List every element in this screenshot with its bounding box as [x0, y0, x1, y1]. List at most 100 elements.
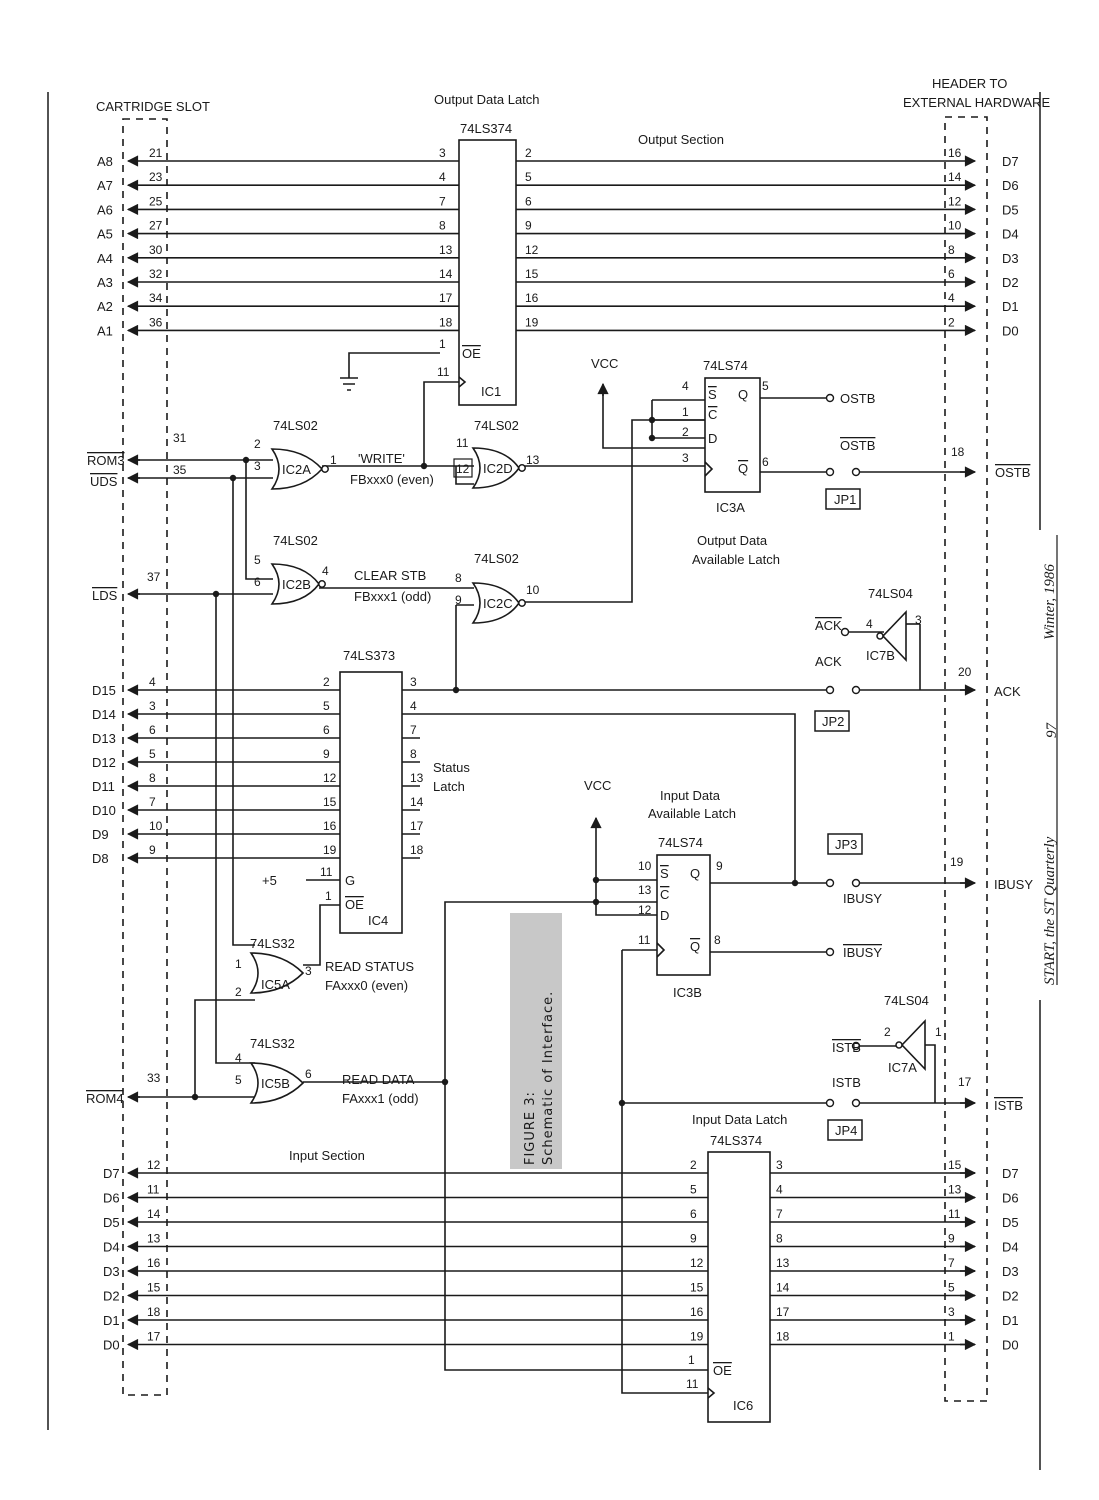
ic4-d-pin: 8 [410, 747, 417, 761]
svg-text:2: 2 [235, 985, 242, 999]
header-pin: 1 [948, 1330, 955, 1344]
svg-text:5: 5 [254, 553, 261, 567]
ic6-q-pin: 5 [690, 1183, 697, 1197]
ic1-in-pin: 14 [439, 267, 453, 281]
header-data-label: D2 [1002, 1289, 1019, 1304]
svg-text:3: 3 [254, 459, 261, 473]
header-data-label: D4 [1002, 227, 1019, 242]
ack-header-pin: 20 [958, 665, 972, 679]
slot-pin: 30 [149, 243, 163, 257]
status-data-label: D8 [92, 851, 109, 866]
ic3b-name: IC3B [673, 985, 702, 1000]
ic4-d-pin: 14 [410, 795, 424, 809]
ic3b-caption-1: Input Data [660, 788, 721, 803]
ic1-out-pin: 12 [525, 243, 539, 257]
ic6-clk-pin: 11 [686, 1377, 699, 1391]
svg-text:4: 4 [866, 617, 873, 631]
ic6-q-pin: 16 [690, 1305, 704, 1319]
ic1-clock-mark [458, 376, 467, 388]
ic4-q-pin: 5 [323, 699, 330, 713]
slot-pin: 16 [147, 1256, 161, 1270]
ic4-caption-2: Latch [433, 779, 465, 794]
ic1-in-pin: 13 [439, 243, 453, 257]
slot-pin: 13 [147, 1232, 161, 1246]
ic6-d-pin: 7 [776, 1207, 783, 1221]
svg-text:IC5A: IC5A [261, 977, 290, 992]
svg-text:2: 2 [884, 1025, 891, 1039]
ic1-out-pin: 15 [525, 267, 539, 281]
margin-winter: Winter, 1986 [1042, 564, 1058, 640]
ic6-oe: OE [713, 1363, 732, 1378]
header-data-label: D7 [1002, 1166, 1019, 1181]
ibusy-header-label: IBUSY [994, 877, 1033, 892]
svg-text:8: 8 [455, 571, 462, 585]
ic4-box [339, 671, 403, 934]
header-data-label: D0 [1002, 323, 1019, 338]
svg-text:IC7B: IC7B [866, 648, 895, 663]
header-data-label: D0 [1002, 1338, 1019, 1353]
ic1-out-pin: 5 [525, 170, 532, 184]
header-pin: 4 [948, 291, 955, 305]
ic1-name: IC1 [481, 384, 501, 399]
ic4-g-pin: 11 [320, 865, 333, 879]
input-section-label: Input Section [289, 1148, 365, 1163]
header-pin: 3 [948, 1305, 955, 1319]
status-data-label: D9 [92, 827, 109, 842]
ic1-out-pin: 6 [525, 194, 532, 208]
svg-text:IC5B: IC5B [261, 1076, 290, 1091]
svg-text:4: 4 [235, 1051, 242, 1065]
cartridge-slot-title: CARTRIDGE SLOT [96, 99, 210, 114]
slot-pin: 12 [147, 1158, 161, 1172]
ic4-q-pin: 19 [323, 843, 337, 857]
lds-pin: 37 [147, 570, 161, 584]
ic6-d-pin: 8 [776, 1232, 783, 1246]
gate-ic2d: IC2D 74LS02 11 12 13 [453, 418, 540, 489]
ic4-oe-pin: 1 [325, 889, 332, 903]
slot-pin: 4 [149, 675, 156, 689]
input-data-label: D7 [103, 1166, 120, 1181]
ic1-in-pin: 7 [439, 194, 446, 208]
ic6-part: 74LS374 [710, 1133, 762, 1148]
ic4-q-pin: 2 [323, 675, 330, 689]
ic6-oe-pin: 1 [688, 1353, 695, 1367]
svg-text:6: 6 [254, 575, 261, 589]
figure-caption-line1: FIGURE 3: [523, 1091, 538, 1165]
address-label: A7 [97, 178, 113, 193]
ic1-part: 74LS374 [460, 121, 512, 136]
header-data-label: D2 [1002, 275, 1019, 290]
header-title-line1: HEADER TO [932, 76, 1007, 91]
header-title-line2: EXTERNAL HARDWARE [903, 95, 1050, 110]
ic3b-pin-qbar: 8 [714, 933, 721, 947]
svg-text:11: 11 [456, 436, 469, 450]
junction-dots [191, 416, 799, 1107]
ic3b-part: 74LS74 [658, 835, 703, 850]
ic4-caption-1: Status [433, 760, 470, 775]
svg-text:74LS32: 74LS32 [250, 1036, 295, 1051]
svg-text:2: 2 [254, 437, 261, 451]
slot-pin: 15 [147, 1281, 161, 1295]
status-data-label: D13 [92, 731, 116, 746]
gate-ic2b: IC2B 74LS02 5 6 4 [254, 533, 329, 605]
ic6-d-pin: 18 [776, 1330, 790, 1344]
gate-ic7b: 74LS04 IC7B 3 4 [866, 586, 922, 663]
input-data-label: D0 [103, 1338, 120, 1353]
ic3b-d: D [660, 908, 669, 923]
address-label: A1 [97, 323, 113, 338]
ic6-caption: Input Data Latch [692, 1112, 787, 1127]
status-data-label: D14 [92, 707, 116, 722]
header-data-label: D6 [1002, 1191, 1019, 1206]
ic4-q-pin: 6 [323, 723, 330, 737]
header-pin: 11 [948, 1207, 961, 1221]
figure-caption-box [510, 913, 562, 1169]
ic4-oe: OE [345, 897, 364, 912]
ic3a-d: D [708, 431, 717, 446]
ic6-d-pin: 17 [776, 1305, 790, 1319]
ic4-d-pin: 18 [410, 843, 424, 857]
istb-bar-label: ISTB [832, 1040, 861, 1055]
slot-pin: 8 [149, 771, 156, 785]
address-label: A8 [97, 154, 113, 169]
svg-text:5: 5 [235, 1073, 242, 1087]
ostb-header-label: OSTB [995, 465, 1030, 480]
input-section-rows: D71221Q1D315D7D61152Q2D413D6D51463Q3D711… [103, 1158, 1019, 1353]
ic3b-pin-q: 9 [716, 859, 723, 873]
